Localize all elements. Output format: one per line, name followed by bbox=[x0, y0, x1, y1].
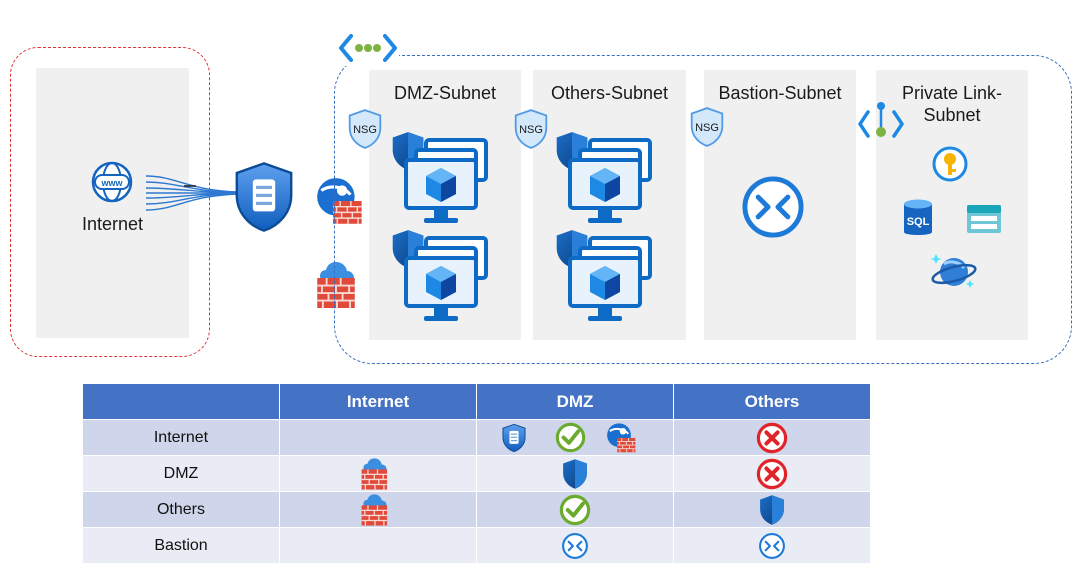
nsg-icon: NSG bbox=[347, 108, 383, 150]
table-header-cell: Others bbox=[673, 383, 871, 420]
bastion-icon bbox=[759, 532, 785, 559]
table-header-cell: DMZ bbox=[476, 383, 674, 420]
sql-label: SQL bbox=[907, 216, 930, 228]
www-globe-icon: www bbox=[90, 160, 134, 204]
firewall-shield-icon bbox=[502, 423, 526, 453]
allow-check-icon bbox=[559, 493, 591, 526]
sql-database-icon: SQL bbox=[902, 198, 934, 238]
table-cell bbox=[476, 455, 674, 492]
storage-account-icon bbox=[966, 204, 1002, 234]
vnet-border bbox=[334, 55, 1072, 364]
table-row: Bastion bbox=[82, 527, 871, 564]
cloud-firewall-icon bbox=[362, 494, 388, 525]
nsg-icon: NSG bbox=[689, 106, 725, 148]
internet-label: Internet bbox=[81, 214, 144, 234]
nsg-shield-icon bbox=[760, 494, 784, 525]
nsg-label: NSG bbox=[519, 124, 543, 136]
row-label: Internet bbox=[82, 419, 280, 456]
nsg-label: NSG bbox=[353, 124, 377, 136]
table-cell bbox=[673, 527, 871, 564]
traffic-matrix-table: Internet DMZ Others Internet DMZ bbox=[82, 383, 871, 564]
cell-icons bbox=[502, 420, 673, 455]
table-cell bbox=[673, 491, 871, 528]
svg-text:www: www bbox=[100, 178, 123, 188]
row-label: Bastion bbox=[82, 527, 280, 564]
allow-check-icon bbox=[555, 422, 586, 453]
internet-zone-border bbox=[10, 47, 210, 357]
table-row: Internet bbox=[82, 419, 871, 456]
subnet-title: Others-Subnet bbox=[550, 83, 669, 103]
private-link-icon bbox=[856, 98, 906, 144]
table-header-cell: Internet bbox=[279, 383, 477, 420]
subnet-bastion: Bastion-Subnet bbox=[704, 70, 856, 340]
nsg-shield-icon bbox=[563, 458, 587, 489]
table-row: DMZ bbox=[82, 455, 871, 492]
table-cell bbox=[279, 419, 477, 456]
table-header-cell bbox=[82, 383, 280, 420]
vnet-icon bbox=[337, 30, 399, 66]
table-header-row: Internet DMZ Others bbox=[82, 383, 871, 420]
firewall-shield-icon bbox=[232, 160, 296, 234]
subnet-private-link: Private Link- Subnet bbox=[876, 70, 1028, 340]
cosmos-db-icon bbox=[930, 250, 978, 294]
nsg-label: NSG bbox=[695, 122, 719, 134]
subnet-title: Private Link- Subnet bbox=[901, 83, 1003, 125]
subnet-title: Bastion-Subnet bbox=[718, 83, 842, 103]
table-cell bbox=[673, 419, 871, 456]
vm-icon bbox=[562, 236, 662, 326]
deny-x-icon bbox=[758, 460, 785, 487]
traffic-lines bbox=[146, 172, 238, 214]
table-cell bbox=[476, 527, 674, 564]
table-row: Others bbox=[82, 491, 871, 528]
bastion-icon bbox=[740, 174, 806, 240]
vm-icon bbox=[398, 138, 498, 228]
deny-x-icon bbox=[758, 424, 785, 451]
table-cell bbox=[476, 491, 674, 528]
table-cell bbox=[476, 419, 674, 456]
nsg-icon: NSG bbox=[513, 108, 549, 150]
row-label: Others bbox=[82, 491, 280, 528]
front-door-waf-icon bbox=[607, 423, 635, 452]
table-cell bbox=[279, 455, 477, 492]
vm-icon bbox=[562, 138, 662, 228]
row-label: DMZ bbox=[82, 455, 280, 492]
vm-icon bbox=[398, 236, 498, 326]
table-cell bbox=[673, 455, 871, 492]
cloud-firewall-icon bbox=[362, 458, 388, 489]
table-cell bbox=[279, 527, 477, 564]
key-vault-icon bbox=[932, 146, 968, 182]
table-cell bbox=[279, 491, 477, 528]
bastion-icon bbox=[562, 532, 588, 559]
subnet-title: DMZ-Subnet bbox=[393, 83, 497, 103]
